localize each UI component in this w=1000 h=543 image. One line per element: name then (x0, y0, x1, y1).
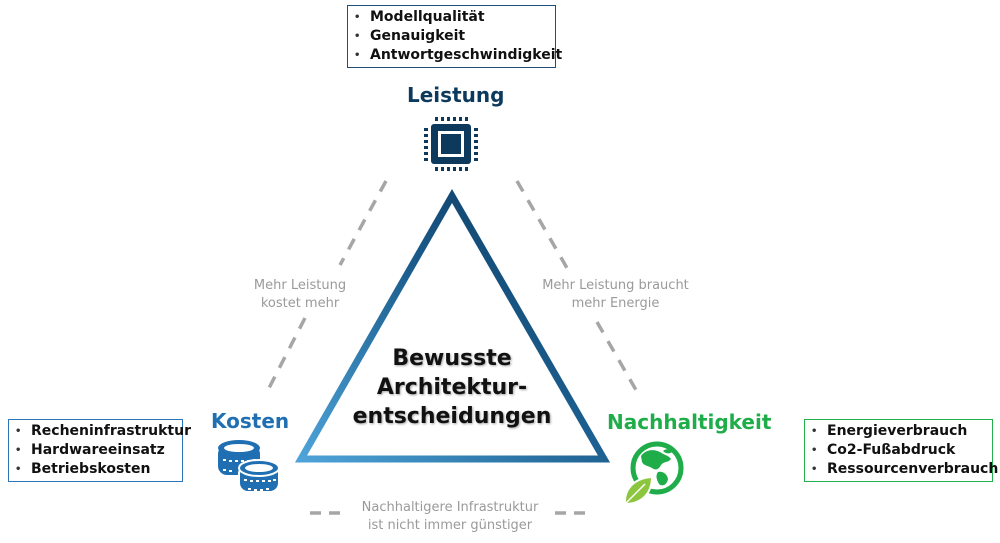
performance-heading: Leistung (407, 83, 505, 107)
tradeoff-line: Mehr Leistung (253, 278, 347, 293)
sustainability-criterion: Co2-Fußabdruck (811, 441, 986, 460)
tradeoff-performance-cost: Mehr Leistung kostet mehr (235, 277, 365, 313)
coins-icon (218, 440, 280, 493)
sustainability-criteria-box: Energieverbrauch Co2-Fußabdruck Ressourc… (804, 419, 998, 482)
tradeoff-line: ist nicht immer günstiger (367, 518, 533, 533)
tradeoff-line: mehr Energie (571, 296, 660, 311)
cost-criterion: Hardwareeinsatz (15, 441, 176, 460)
center-title: Bewusste Architektur- entscheidungen (342, 344, 562, 431)
globe-leaf-icon (623, 441, 684, 506)
cpu-chip-icon (424, 117, 478, 171)
performance-criterion: Genauigkeit (354, 27, 549, 46)
center-title-line: entscheidungen (352, 404, 552, 429)
central-triangle (294, 188, 611, 463)
dashed-line-performance-sustainability-lower (595, 321, 638, 391)
cost-criterion: Betriebskosten (15, 460, 176, 479)
tradeoff-line: kostet mehr (260, 296, 340, 311)
tradeoff-performance-sustainability: Mehr Leistung braucht mehr Energie (528, 277, 703, 313)
cost-criterion: Recheninfrastruktur (15, 422, 191, 441)
sustainability-criterion: Energieverbrauch (811, 422, 986, 441)
sustainability-criterion: Ressourcenverbrauch (811, 460, 998, 479)
performance-criterion: Modellqualität (354, 8, 549, 27)
center-title-line: Architektur- (376, 375, 528, 400)
performance-criteria-box: Modellqualität Genauigkeit Antwortgeschw… (347, 5, 562, 68)
center-title-line: Bewusste (392, 346, 512, 371)
sustainability-heading: Nachhaltigkeit (607, 410, 772, 434)
cost-criteria-box: Recheninfrastruktur Hardwareeinsatz Betr… (8, 419, 191, 482)
tradeoff-line: Nachhaltigere Infrastruktur (361, 500, 539, 515)
tradeoff-sustainability-cost: Nachhaltigere Infrastruktur ist nicht im… (350, 499, 550, 535)
performance-criterion: Antwortgeschwindigkeit (354, 46, 562, 65)
dashed-line-performance-cost-upper (338, 180, 388, 266)
cost-heading: Kosten (211, 409, 290, 433)
dashed-line-performance-sustainability-upper (515, 180, 569, 269)
dashed-line-performance-cost-lower (266, 317, 307, 391)
tradeoff-line: Mehr Leistung braucht (542, 278, 689, 293)
